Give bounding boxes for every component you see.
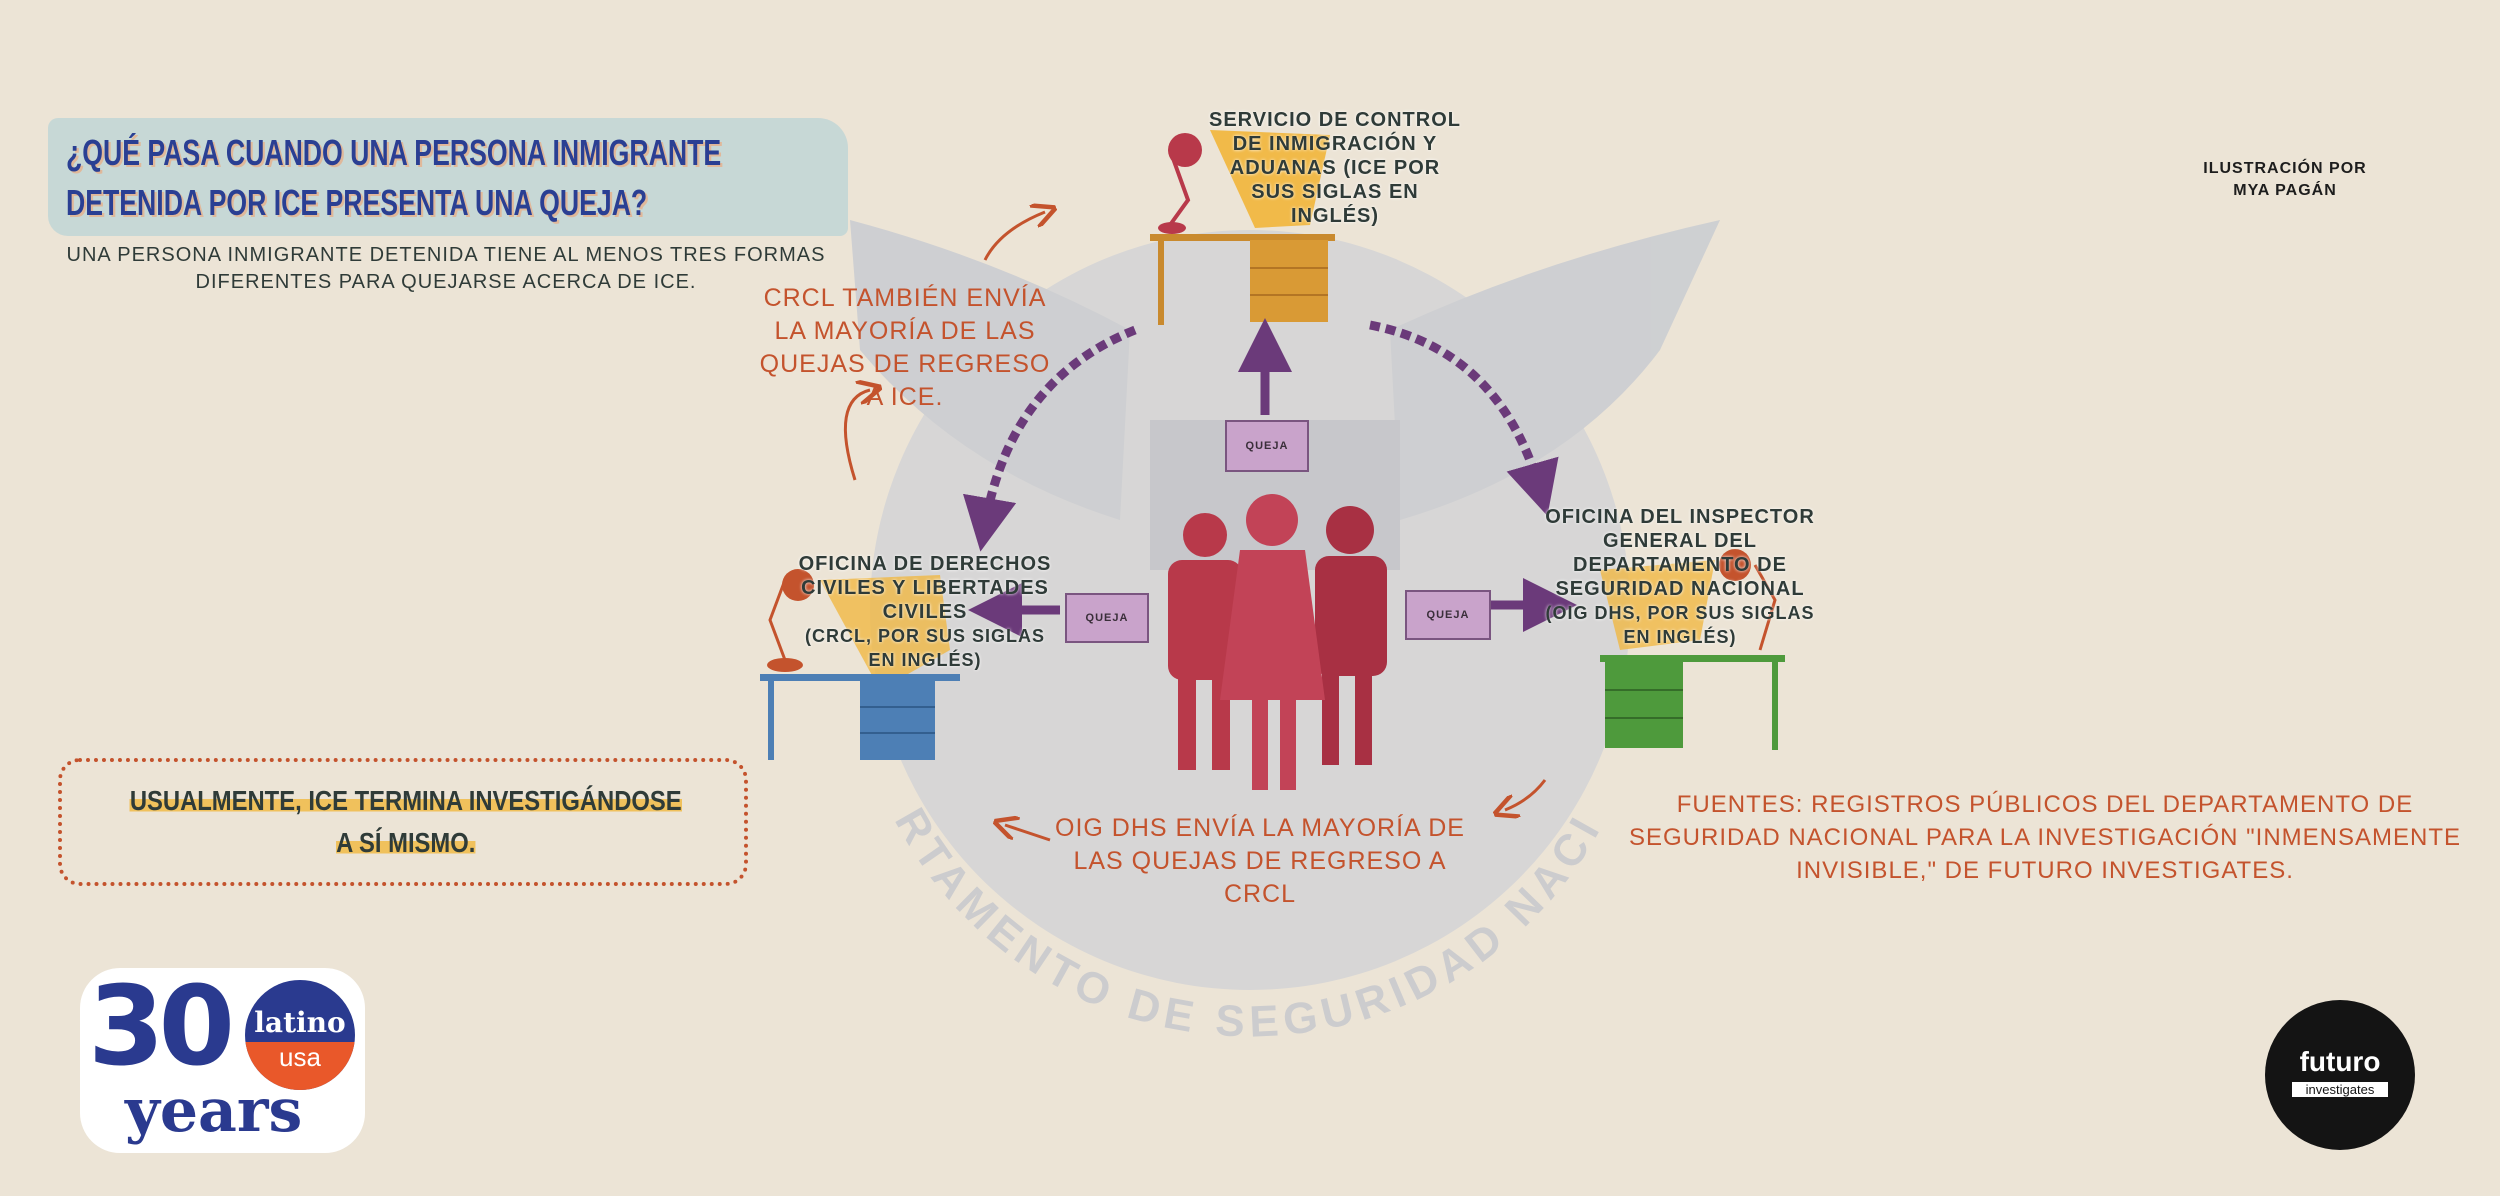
conclusion-line2: a sí mismo. xyxy=(336,827,476,858)
credit-artist: Mya Pagán xyxy=(2233,182,2337,199)
conclusion-line1: Usualmente, ICE termina investigándose xyxy=(129,785,682,816)
logo-usa: usa xyxy=(279,1042,321,1072)
page-subtitle: Una persona inmigrante detenida tiene al… xyxy=(66,244,826,293)
illustration-credit: Ilustración por Mya Pagán xyxy=(2200,158,2370,202)
oig-desk xyxy=(1600,549,1785,750)
detained-people xyxy=(1168,494,1387,790)
crcl-name: Oficina de Derechos Civiles y Libertades… xyxy=(798,553,1052,623)
return-arrows xyxy=(843,212,1547,842)
logo-latino: latino xyxy=(254,1006,346,1039)
conclusion-box xyxy=(58,758,748,886)
title-highlight xyxy=(48,118,848,236)
futuro-name: futuro xyxy=(2299,1046,2381,1077)
crcl-to-ice-note: CRCL también envía la mayoría de las que… xyxy=(759,284,1051,411)
credit-label: Ilustración por xyxy=(2203,160,2367,177)
crcl-office-label: Oficina de Derechos Civiles y Libertades… xyxy=(790,552,1060,672)
latino-usa-30-years-logo: 30 latino usa years xyxy=(80,962,365,1153)
complaint-arrows xyxy=(962,318,1577,637)
logo-number: 30 xyxy=(88,962,235,1090)
ice-desk xyxy=(1150,130,1335,325)
crcl-acronym: (CRCL, por sus siglas en inglés) xyxy=(804,626,1045,670)
oig-name: Oficina del Inspector General del Depart… xyxy=(1545,506,1815,600)
latino-usa-badge: latino usa xyxy=(245,980,355,1090)
futuro-investigates-logo: futuro investigates xyxy=(2265,1000,2415,1150)
futuro-sub: investigates xyxy=(2292,1082,2388,1097)
oig-office-label: Oficina del Inspector General del Depart… xyxy=(1535,505,1825,649)
sources-note: Fuentes: registros públicos del Departam… xyxy=(1628,791,2461,884)
logo-years: years xyxy=(125,1076,303,1146)
crcl-desk xyxy=(760,569,960,760)
conclusion-text: Usualmente, ICE termina investigándose a… xyxy=(70,780,742,864)
complaint-folder-crcl: Queja xyxy=(1065,593,1149,643)
ice-office-label: Servicio de Control de Inmigración y Adu… xyxy=(1209,109,1461,227)
complaint-folder-ice: Queja xyxy=(1225,420,1309,472)
complaint-folder-oig: Queja xyxy=(1405,590,1491,640)
oig-to-crcl-note: OIG DHS envía la mayoría de las quejas d… xyxy=(1055,814,1465,908)
oig-acronym: (OIG DHS, por sus siglas en inglés) xyxy=(1545,603,1815,647)
page-title: ¿Qué pasa cuando una persona inmigrante … xyxy=(66,132,722,223)
